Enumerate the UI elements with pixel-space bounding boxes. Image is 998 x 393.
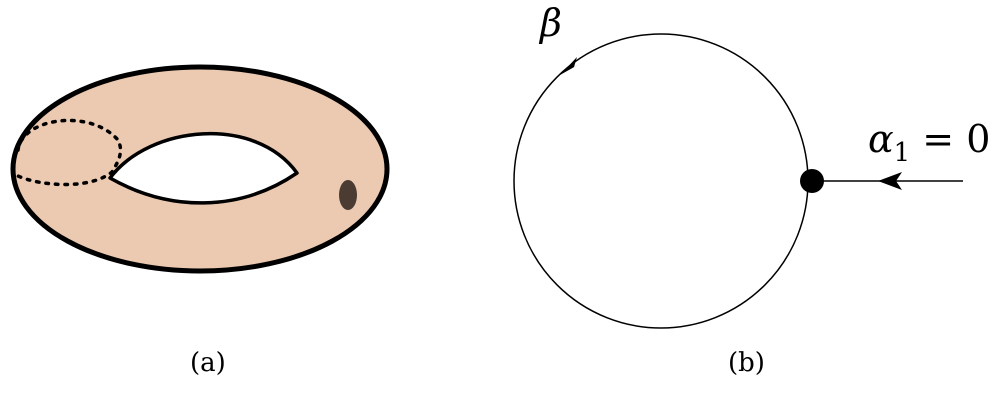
caption-b: (b): [728, 348, 765, 378]
alpha-equals-zero: = 0: [910, 117, 990, 161]
loop-panel: β α1 = 0: [514, 1, 990, 328]
torus-panel: [13, 67, 387, 271]
caption-a: (a): [190, 348, 226, 378]
alpha-label: α1 = 0: [868, 117, 990, 168]
alpha-symbol: α: [868, 117, 894, 161]
puncture-point: [339, 180, 357, 210]
beta-label: β: [538, 1, 562, 45]
marked-point: [800, 169, 824, 193]
beta-arrowhead: [560, 57, 583, 75]
alpha-subscript: 1: [894, 138, 911, 168]
beta-loop: [514, 34, 808, 328]
